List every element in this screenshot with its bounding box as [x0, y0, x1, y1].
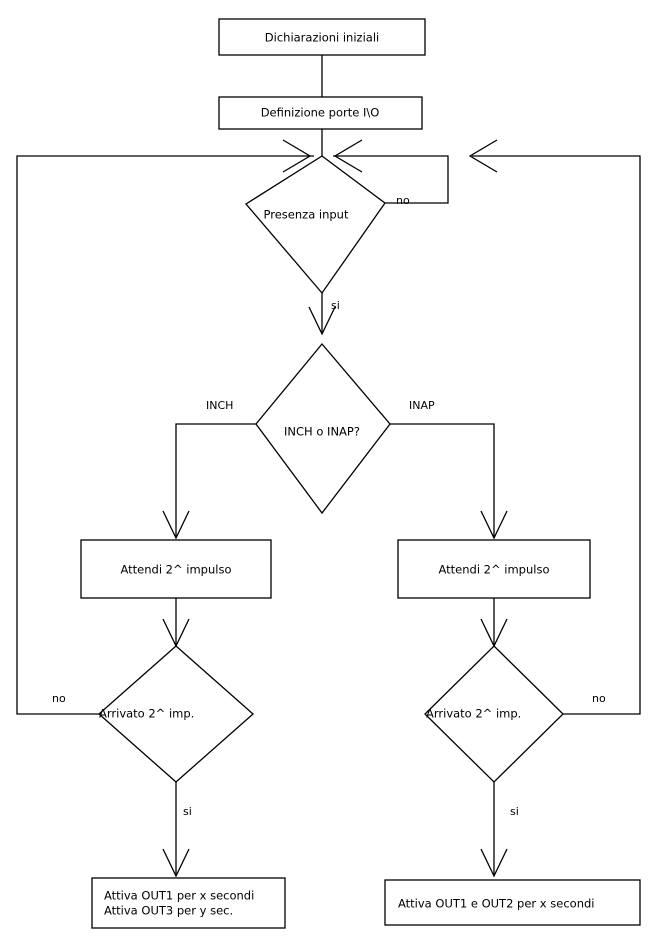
node-box: [218, 18, 426, 56]
node-label: Dichiarazioni iniziali: [265, 31, 379, 45]
node-attiva-out1-out2[interactable]: Attiva OUT1 e OUT2 per x secondi: [384, 879, 641, 926]
edge-label-presenza-no: no: [396, 194, 410, 207]
node-box: [218, 96, 423, 130]
node-box: [91, 877, 286, 929]
edge-label-arrivato-dx-no: no: [592, 692, 606, 705]
connector-presenza-no-return: [333, 155, 449, 204]
node-box: [397, 539, 591, 599]
node-diamond: [245, 155, 386, 295]
node-label: Attendi 2^ impulso: [120, 563, 231, 577]
edge-label-arrivato-sx-no: no: [52, 692, 66, 705]
arrowhead-inch-branch: [162, 510, 190, 540]
node-label: Attendi 2^ impulso: [438, 563, 549, 577]
arrowhead-arrivato-sx-si: [162, 848, 190, 878]
edge-label-presenza-si: si: [331, 299, 340, 312]
node-label: Arrivato 2^ imp.: [99, 707, 194, 721]
node-arrivato-imp-sx[interactable]: Arrivato 2^ imp.: [98, 645, 254, 783]
node-presenza-input[interactable]: Presenza input: [245, 155, 386, 295]
node-dichiarazioni-iniziali[interactable]: Dichiarazioni iniziali: [218, 18, 426, 56]
arrowhead-loop-left-return: [282, 139, 312, 173]
arrowhead-loop-right-return: [468, 139, 498, 173]
connector-loop-right-return: [472, 155, 641, 715]
edge-label-arrivato-dx-si: si: [510, 805, 519, 818]
node-arrivato-imp-dx[interactable]: Arrivato 2^ imp.: [424, 645, 564, 783]
node-label: Presenza input: [264, 208, 349, 222]
edge-label-ramo-inap: INAP: [409, 399, 435, 412]
node-diamond: [424, 645, 564, 783]
connector-inch-branch: [175, 423, 256, 538]
node-diamond: [255, 342, 391, 515]
node-box: [80, 539, 272, 599]
node-definizione-porte-io[interactable]: Definizione porte I\O: [218, 96, 423, 130]
node-box: [384, 879, 641, 926]
connector-inap-branch: [390, 423, 495, 538]
node-attiva-out1-out3[interactable]: Attiva OUT1 per x secondi Attiva OUT3 pe…: [91, 877, 286, 929]
node-attendi-impulso-dx[interactable]: Attendi 2^ impulso: [397, 539, 591, 599]
node-label: Attiva OUT1 e OUT2 per x secondi: [398, 897, 594, 911]
edge-label-ramo-inch: INCH: [206, 399, 233, 412]
connector-loop-left-return: [16, 155, 314, 715]
arrowhead-inap-branch: [480, 510, 508, 540]
node-attendi-impulso-sx[interactable]: Attendi 2^ impulso: [80, 539, 272, 599]
edge-label-arrivato-sx-si: si: [183, 805, 192, 818]
arrowhead-presenza-si: [308, 306, 336, 336]
arrowhead-presenza-no-return: [333, 139, 363, 173]
node-label: Definizione porte I\O: [261, 106, 380, 120]
node-label: Arrivato 2^ imp.: [426, 707, 521, 721]
node-label: INCH o INAP?: [284, 425, 360, 439]
node-inch-o-inap[interactable]: INCH o INAP?: [255, 342, 391, 515]
node-diamond: [98, 645, 254, 783]
node-label-line-2: Attiva OUT3 per y sec.: [104, 904, 233, 918]
node-label-line-1: Attiva OUT1 per x secondi: [104, 889, 254, 903]
arrowhead-arrivato-dx-si: [480, 848, 508, 878]
